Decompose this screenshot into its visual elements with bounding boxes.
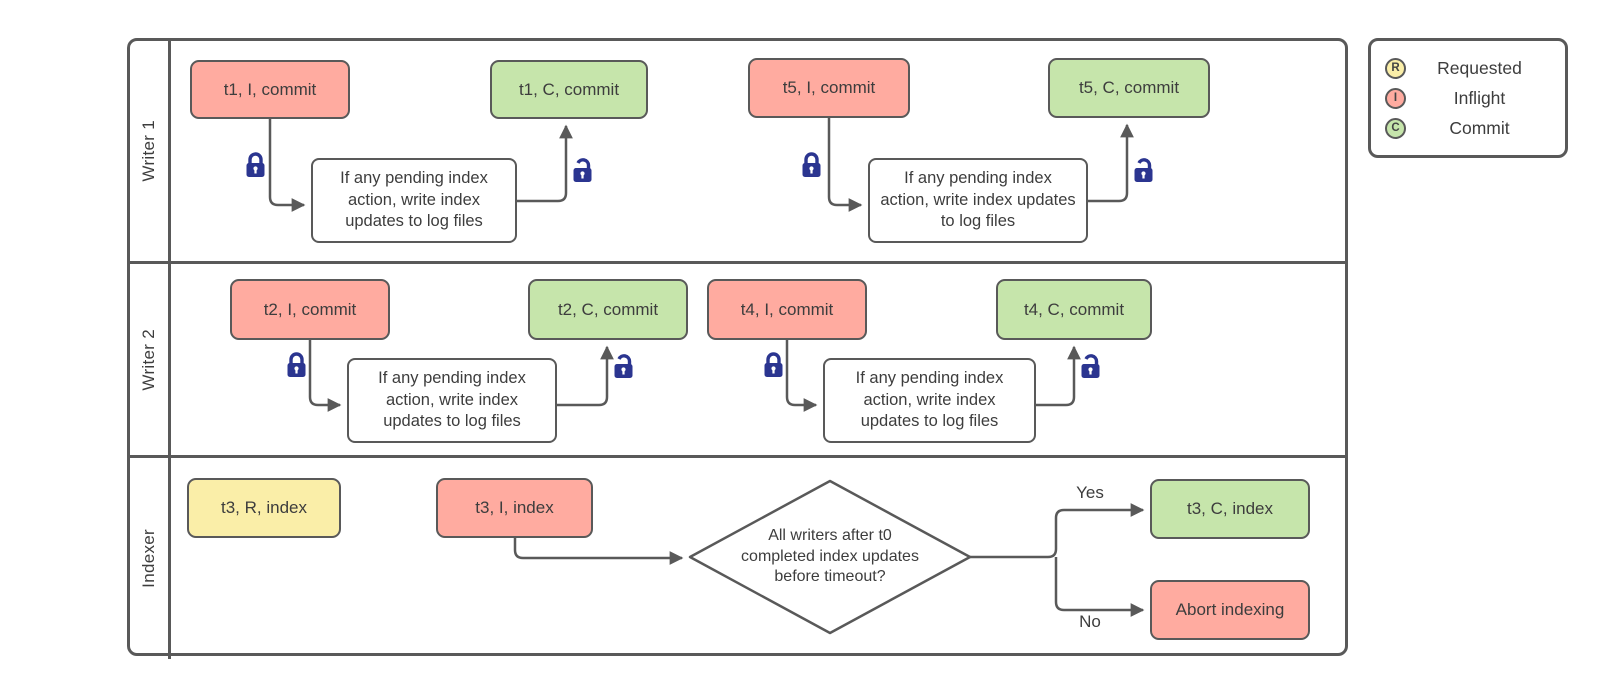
- node-pending-check-2: If any pending index action, write index…: [868, 158, 1088, 243]
- node-label: t1, C, commit: [518, 79, 620, 99]
- lock-open-icon: [1081, 354, 1100, 378]
- lane-label-writer-1: Writer 1: [139, 120, 158, 182]
- node-label: Abort indexing: [1175, 600, 1285, 620]
- node-t4-commit: t4, C, commit: [996, 279, 1152, 340]
- node-label: t1, I, commit: [223, 79, 317, 99]
- lane-indexer-header: Indexer: [130, 458, 171, 659]
- node-t1-commit: t1, C, commit: [490, 60, 648, 119]
- node-label: t5, I, commit: [782, 78, 876, 98]
- decision-label: All writers after t0 completed index upd…: [741, 526, 919, 586]
- lane-writer-1: Writer 1: [130, 41, 1345, 261]
- node-label: t4, C, commit: [1023, 299, 1125, 319]
- node-label: If any pending index action, write index…: [880, 168, 1076, 231]
- node-t3-requested: t3, R, index: [187, 478, 341, 538]
- lock-closed-icon: [246, 152, 265, 177]
- node-label: If any pending index action, write index…: [855, 368, 1004, 431]
- legend-inflight-icon: I: [1385, 87, 1406, 109]
- lane-writer-1-header: Writer 1: [130, 41, 171, 261]
- legend-item-inflight: I Inflight: [1385, 85, 1553, 112]
- node-pending-check-3: If any pending index action, write index…: [347, 358, 557, 443]
- legend-item-commit: C Commit: [1385, 115, 1553, 142]
- node-t4-inflight: t4, I, commit: [707, 279, 867, 340]
- node-abort-indexing: Abort indexing: [1150, 580, 1310, 640]
- node-label: t2, I, commit: [263, 299, 357, 319]
- lock-closed-icon: [802, 152, 821, 177]
- lock-open-icon: [573, 158, 592, 182]
- node-t5-inflight: t5, I, commit: [748, 58, 910, 118]
- lane-writer-2-header: Writer 2: [130, 264, 171, 455]
- node-label: t5, C, commit: [1078, 78, 1180, 98]
- node-label: t3, I, index: [475, 498, 554, 518]
- lane-label-writer-2: Writer 2: [139, 328, 158, 391]
- node-label: If any pending index action, write index…: [340, 168, 488, 231]
- edge-label-yes: Yes: [1076, 483, 1104, 502]
- legend: R Requested I Inflight C Commit: [1368, 38, 1568, 158]
- legend-commit-icon: C: [1385, 117, 1406, 139]
- node-t5-commit: t5, C, commit: [1048, 58, 1210, 118]
- node-pending-check-4: If any pending index action, write index…: [823, 358, 1036, 443]
- node-t2-commit: t2, C, commit: [528, 279, 688, 340]
- node-label: If any pending index action, write index…: [378, 368, 526, 431]
- node-t1-inflight: t1, I, commit: [190, 60, 350, 119]
- node-t3-inflight: t3, I, index: [436, 478, 593, 538]
- legend-label: Requested: [1437, 57, 1522, 78]
- node-t2-inflight: t2, I, commit: [230, 279, 390, 340]
- legend-label: Commit: [1449, 117, 1510, 138]
- lock-open-icon: [614, 354, 633, 378]
- lock-open-icon: [1134, 158, 1153, 182]
- lane-indexer: Indexer: [130, 455, 1345, 659]
- legend-item-requested: R Requested: [1385, 55, 1553, 82]
- lane-label-indexer: Indexer: [139, 529, 158, 588]
- lock-closed-icon: [764, 352, 783, 377]
- legend-requested-icon: R: [1385, 57, 1406, 79]
- node-label: t2, C, commit: [557, 299, 659, 319]
- node-label: t3, R, index: [221, 498, 307, 518]
- legend-label: Inflight: [1453, 87, 1506, 108]
- node-label: t4, I, commit: [740, 299, 834, 319]
- node-label: t3, C, index: [1187, 499, 1273, 519]
- node-pending-check-1: If any pending index action, write index…: [311, 158, 517, 243]
- edge-label-no: No: [1079, 612, 1101, 631]
- lane-writer-2: Writer 2: [130, 261, 1345, 455]
- node-t3-commit: t3, C, index: [1150, 479, 1310, 539]
- lock-closed-icon: [287, 352, 306, 377]
